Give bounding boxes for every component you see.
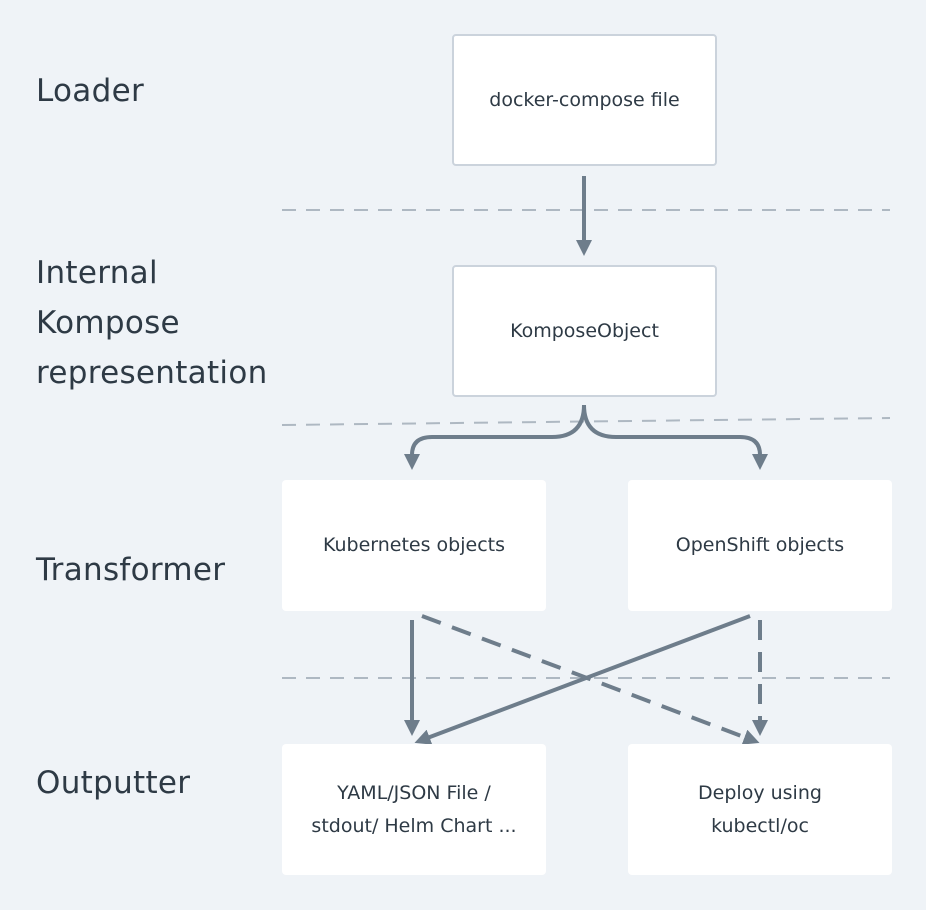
node-docker-compose-file: docker-compose file	[452, 34, 717, 166]
divider-internal-transformer	[281, 417, 891, 426]
node-deploy-kubectl: Deploy using kubectl/oc	[628, 744, 892, 875]
arrow-kompose-to-openshift	[582, 404, 768, 470]
arrow-kompose-to-kubernetes	[404, 404, 586, 470]
stage-label-loader: Loader	[36, 73, 144, 109]
node-kompose-object: KomposeObject	[452, 265, 717, 397]
node-kubernetes-objects: Kubernetes objects	[282, 480, 546, 611]
stage-label-outputter: Outputter	[36, 765, 191, 801]
stage-label-internal-representation: Internal Kompose representation	[36, 255, 268, 391]
node-openshift-objects: OpenShift objects	[628, 480, 892, 611]
node-yaml-json-output: YAML/JSON File / stdout/ Helm Chart ...	[282, 744, 546, 875]
stage-label-transformer: Transformer	[36, 552, 226, 588]
arrow-kubernetes-to-deploy	[421, 614, 760, 745]
